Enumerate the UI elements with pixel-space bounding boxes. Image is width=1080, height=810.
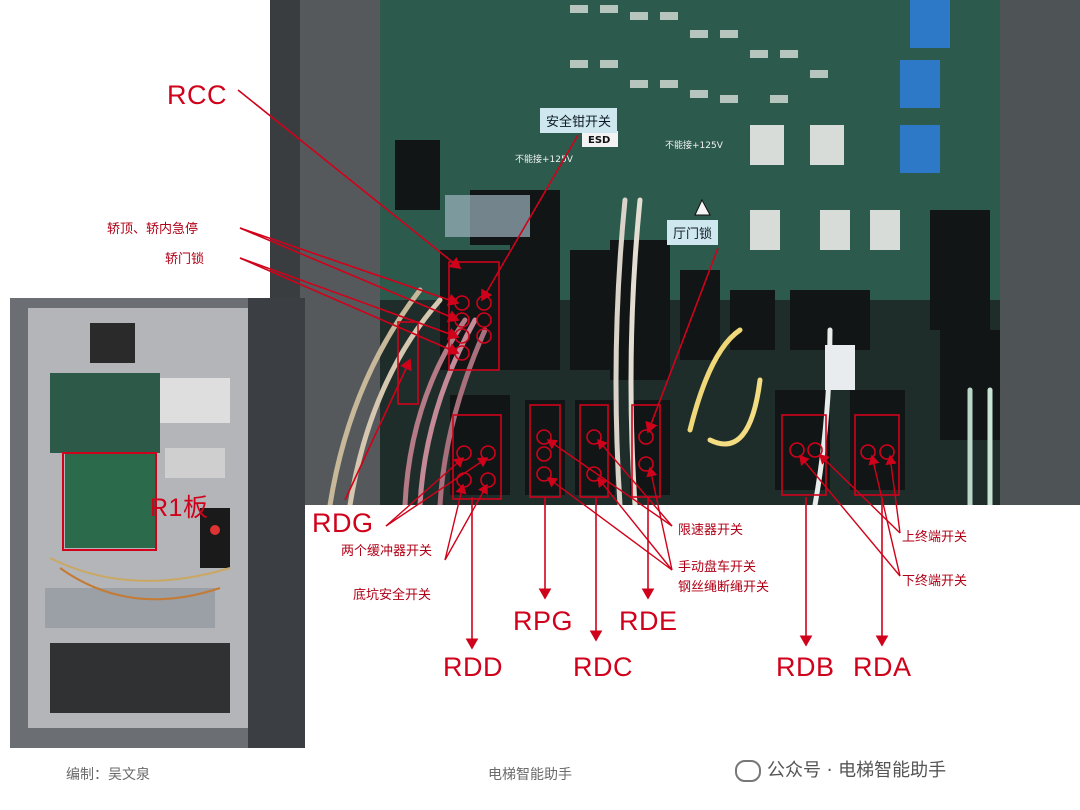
rdc-label: RDC	[573, 652, 633, 682]
rde-label: RDE	[619, 606, 678, 636]
lower-terminal-switch-label: 下终端开关	[902, 574, 968, 589]
rda-label: RDA	[853, 652, 912, 682]
safety-gear-switch-label: 安全钳开关	[540, 108, 618, 133]
speed-limiter-switch-label: 限速器开关	[678, 523, 744, 538]
rdg-label: RDG	[312, 508, 374, 538]
hall-door-lock-label: 厅门锁	[667, 220, 719, 245]
two-buffer-switch-label: 两个缓冲器开关	[341, 544, 433, 559]
cabinet-photo	[10, 298, 305, 748]
manual-winding-switch-label: 手动盘车开关	[678, 560, 757, 575]
warning-icon	[694, 198, 711, 216]
r1-board-label: R1板	[150, 494, 209, 522]
wechat-icon	[735, 760, 761, 782]
footer-center-title: 电梯智能助手	[488, 767, 572, 783]
rpg-label: RPG	[513, 606, 574, 636]
car-top-stop-label: 轿顶、轿内急停	[107, 222, 199, 237]
rcc-label: RCC	[167, 80, 227, 110]
r1-board-box	[62, 452, 157, 551]
rope-break-switch-label: 钢丝绳断绳开关	[678, 580, 770, 595]
car-door-lock-label: 轿门锁	[165, 252, 205, 267]
wechat-account-name: 公众号 · 电梯智能助手	[767, 760, 947, 781]
rdb-label: RDB	[776, 652, 835, 682]
esd-label: ESD	[588, 135, 610, 146]
pit-safety-switch-label: 底坑安全开关	[353, 588, 432, 603]
pcb-drawing: 不能接+125V 不能接+125V ESD	[270, 0, 1080, 505]
wechat-watermark: 公众号 · 电梯智能助手	[735, 756, 946, 782]
rdd-label: RDD	[443, 652, 503, 682]
author-credit: 编制：吴文泉	[66, 767, 150, 783]
upper-terminal-switch-label: 上终端开关	[902, 530, 968, 545]
pcb-photo: 不能接+125V 不能接+125V ESD	[270, 0, 1080, 505]
no-125v-label-1: 不能接+125V	[515, 153, 574, 165]
no-125v-label-2: 不能接+125V	[665, 139, 724, 151]
cabinet-drawing	[10, 298, 305, 748]
